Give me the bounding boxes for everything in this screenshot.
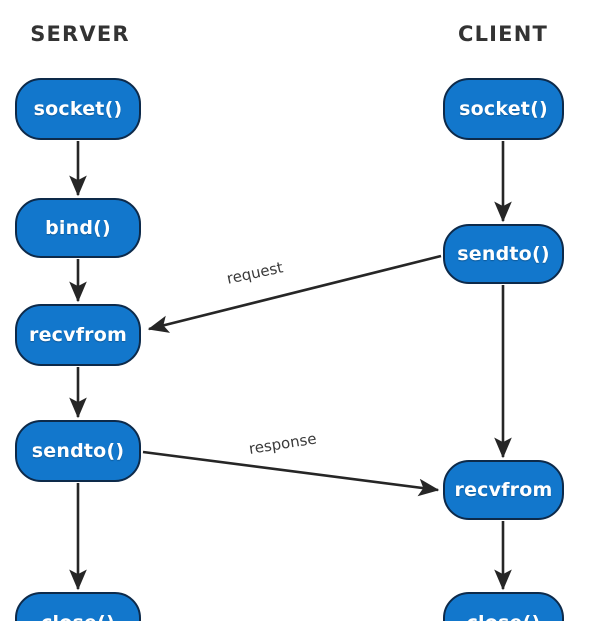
arrow-request-client-to-server [147,254,442,333]
node-client-close[interactable]: close() [443,592,564,621]
node-server-sendto[interactable]: sendto() [15,420,141,482]
node-server-close[interactable]: close() [15,592,141,621]
node-client-recvfrom[interactable]: recvfrom [443,460,564,520]
node-client-sendto[interactable]: sendto() [443,224,564,284]
node-server-socket[interactable]: socket() [15,78,141,140]
column-header-client: CLIENT [457,22,549,46]
column-header-server: SERVER [30,22,130,46]
node-server-recvfrom[interactable]: recvfrom [15,304,141,366]
node-client-socket[interactable]: socket() [443,78,564,140]
arrow-response-server-to-client [142,450,440,497]
node-server-bind[interactable]: bind() [15,198,141,258]
message-arrows [142,254,442,497]
